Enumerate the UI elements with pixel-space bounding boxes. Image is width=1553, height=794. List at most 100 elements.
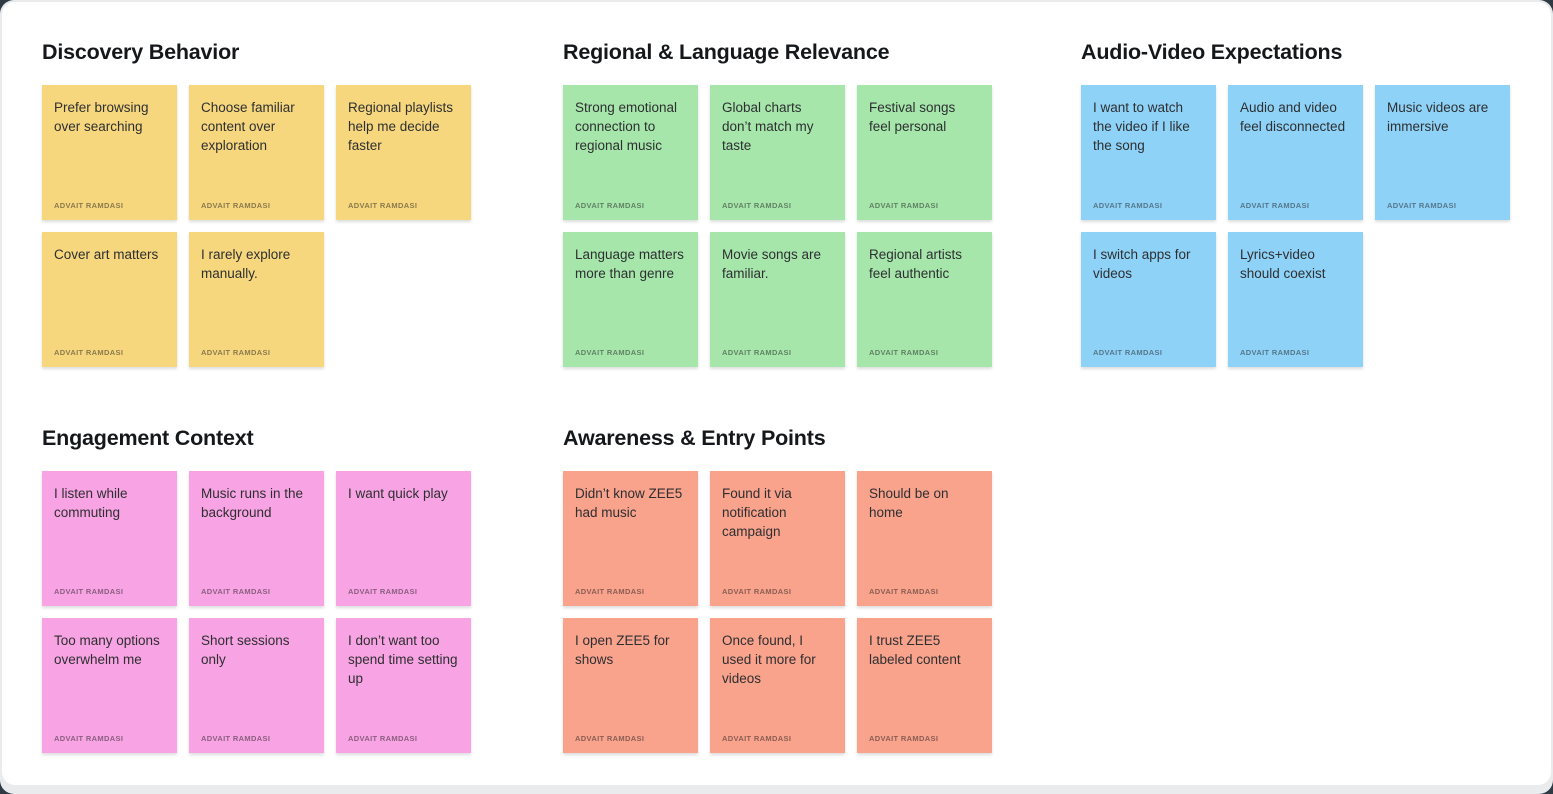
sticky-note-author: ADVAIT RAMDASI [722, 734, 792, 743]
sticky-note-author: ADVAIT RAMDASI [54, 734, 124, 743]
sticky-note-author: ADVAIT RAMDASI [1093, 201, 1163, 210]
sticky-note-text: Prefer browsing over searching [54, 100, 149, 134]
sticky-note-author: ADVAIT RAMDASI [869, 201, 939, 210]
sticky-note-author: ADVAIT RAMDASI [201, 734, 271, 743]
sticky-note-text: Didn’t know ZEE5 had music [575, 486, 683, 520]
sticky-note-author: ADVAIT RAMDASI [722, 587, 792, 596]
group-engagement-context: Engagement Context I listen while commut… [42, 425, 471, 753]
group-audio-video-expectations: Audio-Video Expectations I want to watch… [1081, 39, 1510, 367]
sticky-note-author: ADVAIT RAMDASI [1240, 348, 1310, 357]
sticky-note-text: I want quick play [348, 486, 448, 501]
sticky-note[interactable]: Regional playlists help me decide faster… [336, 85, 471, 220]
sticky-note-author: ADVAIT RAMDASI [348, 587, 418, 596]
sticky-note-author: ADVAIT RAMDASI [722, 201, 792, 210]
group-title[interactable]: Awareness & Entry Points [563, 426, 826, 450]
sticky-notes-grid: I want to watch the video if I like the … [1081, 85, 1510, 367]
sticky-note-text: Audio and video feel disconnected [1240, 100, 1346, 134]
sticky-note-text: I switch apps for videos [1093, 247, 1191, 281]
sticky-note-author: ADVAIT RAMDASI [722, 348, 792, 357]
sticky-note-author: ADVAIT RAMDASI [54, 348, 124, 357]
sticky-note-author: ADVAIT RAMDASI [201, 201, 271, 210]
group-awareness-entry-points: Awareness & Entry Points Didn’t know ZEE… [563, 425, 992, 753]
sticky-note-author: ADVAIT RAMDASI [201, 587, 271, 596]
sticky-note-text: I open ZEE5 for shows [575, 633, 670, 667]
sticky-note-author: ADVAIT RAMDASI [348, 201, 418, 210]
sticky-note-text: Once found, I used it more for videos [722, 633, 816, 686]
sticky-note-text: I don’t want too spend time setting up [348, 633, 458, 686]
sticky-note-author: ADVAIT RAMDASI [201, 348, 271, 357]
sticky-note-text: Too many options overwhelm me [54, 633, 160, 667]
sticky-note-text: Regional playlists help me decide faster [348, 100, 454, 153]
sticky-note-author: ADVAIT RAMDASI [869, 587, 939, 596]
sticky-note-text: I rarely explore manually. [201, 247, 291, 281]
sticky-note-text: Strong emotional connection to regional … [575, 100, 678, 153]
sticky-note[interactable]: I rarely explore manually. ADVAIT RAMDASI [189, 232, 324, 367]
sticky-note-text: I want to watch the video if I like the … [1093, 100, 1190, 153]
sticky-note[interactable]: I want to watch the video if I like the … [1081, 85, 1216, 220]
group-title[interactable]: Audio-Video Expectations [1081, 40, 1343, 64]
sticky-note-author: ADVAIT RAMDASI [54, 201, 124, 210]
sticky-note-text: Music runs in the background [201, 486, 304, 520]
group-title[interactable]: Regional & Language Relevance [563, 40, 890, 64]
sticky-note-text: Should be on home [869, 486, 949, 520]
sticky-note-text: I trust ZEE5 labeled content [869, 633, 961, 667]
group-title[interactable]: Engagement Context [42, 426, 254, 450]
sticky-note-text: Lyrics+video should coexist [1240, 247, 1326, 281]
sticky-note-author: ADVAIT RAMDASI [54, 587, 124, 596]
sticky-note-author: ADVAIT RAMDASI [1387, 201, 1457, 210]
sticky-note-author: ADVAIT RAMDASI [575, 201, 645, 210]
sticky-note-author: ADVAIT RAMDASI [869, 734, 939, 743]
sticky-note-author: ADVAIT RAMDASI [869, 348, 939, 357]
sticky-note-author: ADVAIT RAMDASI [1093, 348, 1163, 357]
sticky-notes-grid: Strong emotional connection to regional … [563, 85, 992, 367]
sticky-note-text: Movie songs are familiar. [722, 247, 822, 281]
sticky-note-text: Global charts don’t match my taste [722, 100, 814, 153]
sticky-note-text: Choose familiar content over exploration [201, 100, 295, 153]
group-regional-language-relevance: Regional & Language Relevance Strong emo… [563, 39, 992, 367]
sticky-note-author: ADVAIT RAMDASI [1240, 201, 1310, 210]
sticky-note-author: ADVAIT RAMDASI [575, 587, 645, 596]
sticky-note[interactable]: Strong emotional connection to regional … [563, 85, 698, 220]
sticky-note-author: ADVAIT RAMDASI [575, 734, 645, 743]
sticky-note-text: Regional artists feel authentic [869, 247, 963, 281]
sticky-note[interactable]: Choose familiar content over exploration… [189, 85, 324, 220]
sticky-note[interactable]: Movie songs are familiar. ADVAIT RAMDASI [710, 232, 845, 367]
sticky-note-text: Music videos are immersive [1387, 100, 1489, 134]
group-title[interactable]: Discovery Behavior [42, 40, 240, 64]
sticky-note-text: I listen while commuting [54, 486, 128, 520]
sticky-note-author: ADVAIT RAMDASI [575, 348, 645, 357]
sticky-note-text: Short sessions only [201, 633, 290, 667]
group-discovery-behavior: Discovery Behavior Prefer browsing over … [42, 39, 471, 367]
sticky-note-text: Cover art matters [54, 247, 159, 262]
sticky-note-text: Found it via notification campaign [722, 486, 792, 539]
sticky-note-text: Language matters more than genre [575, 247, 684, 281]
sticky-note[interactable]: Too many options overwhelm me ADVAIT RAMD… [42, 618, 177, 753]
sticky-note-text: Festival songs feel personal [869, 100, 956, 134]
